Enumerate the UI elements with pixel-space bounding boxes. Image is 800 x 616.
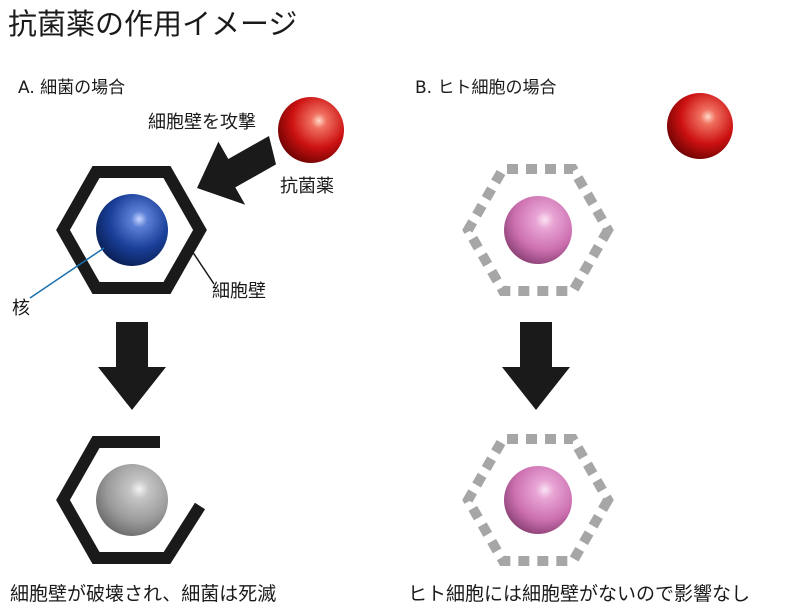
section-b-label: B. ヒト細胞の場合 [415, 78, 557, 98]
bacteria-caption: 細胞壁が破壊され、細菌は死滅 [10, 583, 277, 605]
nucleus-label: 核 [12, 298, 30, 319]
attack-label: 細胞壁を攻撃 [148, 112, 256, 133]
antibiotic-drug-a [278, 97, 344, 163]
broken-cell-wall [56, 436, 206, 564]
down-arrow-b [502, 322, 570, 410]
cell-wall-pointer [191, 250, 215, 285]
dead-nucleus [96, 464, 168, 536]
nucleus-pointer [29, 247, 105, 299]
section-a-label: A. 細菌の場合 [18, 78, 126, 98]
down-arrow-a [98, 322, 166, 410]
cell-wall-label: 細胞壁 [212, 281, 266, 302]
human-nucleus [504, 196, 572, 264]
bacteria-cell-wall [56, 166, 207, 294]
human-caption: ヒト細胞には細胞壁がないので影響なし [408, 583, 751, 605]
human-cell-membrane [462, 164, 614, 296]
bacteria-nucleus [96, 194, 168, 266]
antibiotic-drug-b [667, 93, 733, 159]
human-cell-membrane-after [462, 434, 614, 566]
page-title: 抗菌薬の作用イメージ [8, 7, 298, 41]
drug-label: 抗菌薬 [280, 176, 334, 197]
human-nucleus-after [504, 466, 572, 534]
attack-arrow [197, 136, 276, 205]
